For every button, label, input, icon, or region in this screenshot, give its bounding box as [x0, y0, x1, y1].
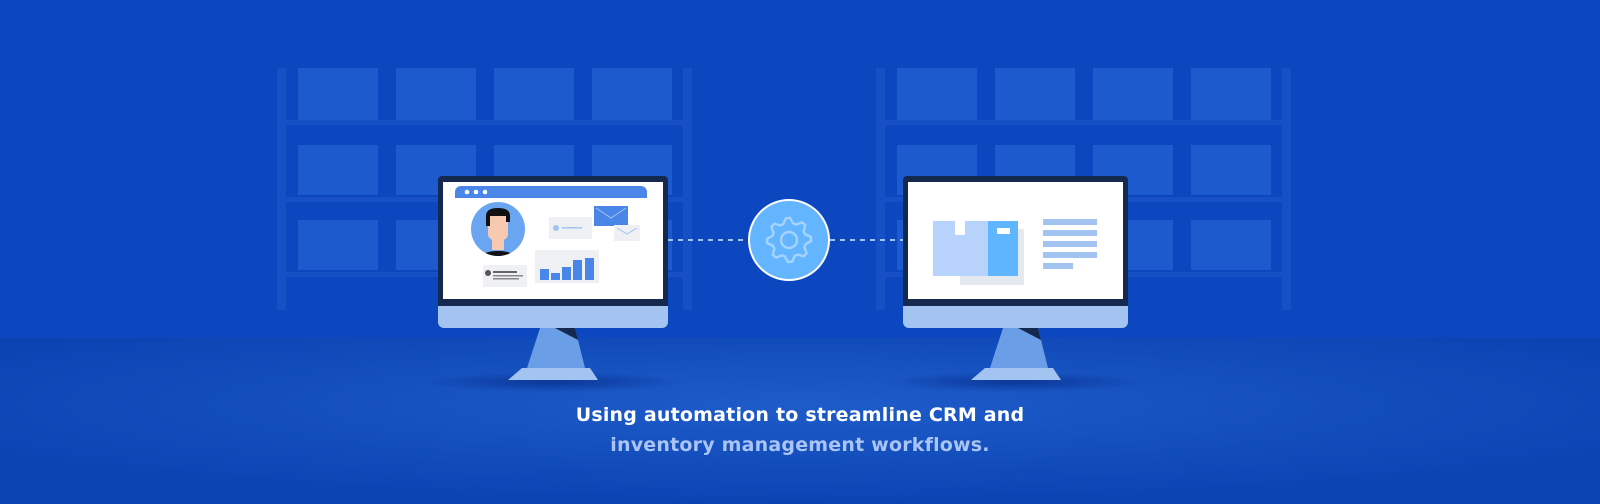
shelf-part — [995, 68, 1075, 120]
caption-line-1: Using automation to streamline CRM and — [575, 404, 1025, 426]
shelf-part — [298, 145, 378, 195]
floor — [0, 338, 1600, 504]
shelf-part — [1282, 68, 1291, 310]
shelf-part — [683, 68, 692, 310]
shelf-part — [1191, 68, 1271, 120]
shelf-part — [298, 220, 378, 270]
shelf-part — [897, 68, 977, 120]
box-icon — [933, 221, 1024, 285]
gear-icon — [748, 199, 830, 281]
shelf-part — [876, 68, 885, 310]
inventory-monitor — [903, 176, 1128, 380]
shelf-part — [1093, 68, 1173, 120]
shelf-part — [876, 120, 1291, 125]
bar-chart-icon — [535, 250, 599, 283]
shelf-part — [277, 68, 286, 310]
shelf-part — [298, 68, 378, 120]
caption-line-2: inventory management workflows. — [610, 434, 990, 456]
shelf-part — [592, 68, 672, 120]
shelf-part — [396, 68, 476, 120]
crm-monitor — [438, 176, 668, 380]
shelf-part — [1191, 145, 1271, 195]
shelf-part — [277, 120, 692, 125]
shelf-part — [494, 68, 574, 120]
list-icon — [1043, 219, 1097, 269]
shelf-part — [1191, 220, 1271, 270]
envelope-icon — [594, 206, 640, 241]
